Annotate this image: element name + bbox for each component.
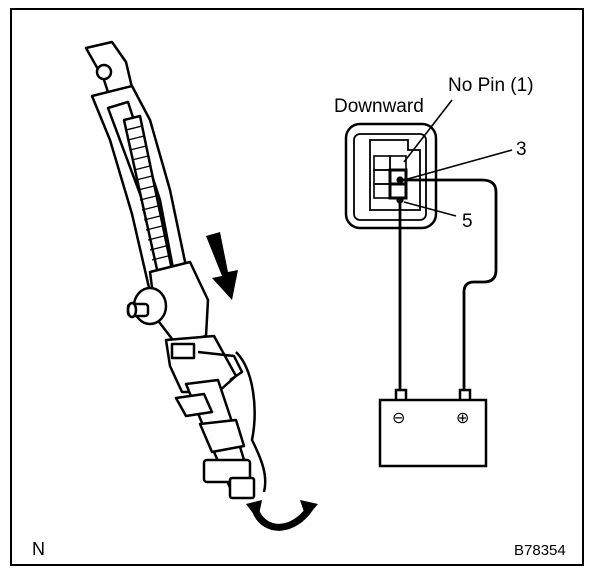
figure-frame: [10, 8, 584, 566]
actuator-illustration: [84, 40, 267, 500]
downward-label: Downward: [334, 96, 424, 117]
no-pin-label: No Pin (1): [448, 75, 534, 96]
battery: [378, 388, 488, 468]
corner-letter: N: [32, 539, 45, 559]
terminal-3-pin: [396, 176, 404, 184]
battery-negative-symbol: ⊖: [392, 408, 406, 427]
downward-arrow: [206, 232, 238, 300]
figure-id: B78354: [514, 542, 566, 559]
battery-positive-symbol: ⊕: [456, 408, 470, 427]
terminal-3-label: 3: [516, 139, 527, 160]
rotation-arrow: [246, 500, 318, 531]
test-leads: [398, 178, 498, 392]
spring-coils: [125, 125, 169, 261]
terminal-grid: [373, 155, 408, 200]
terminal-5-label: 5: [462, 211, 473, 232]
leader-lines: [403, 99, 513, 217]
